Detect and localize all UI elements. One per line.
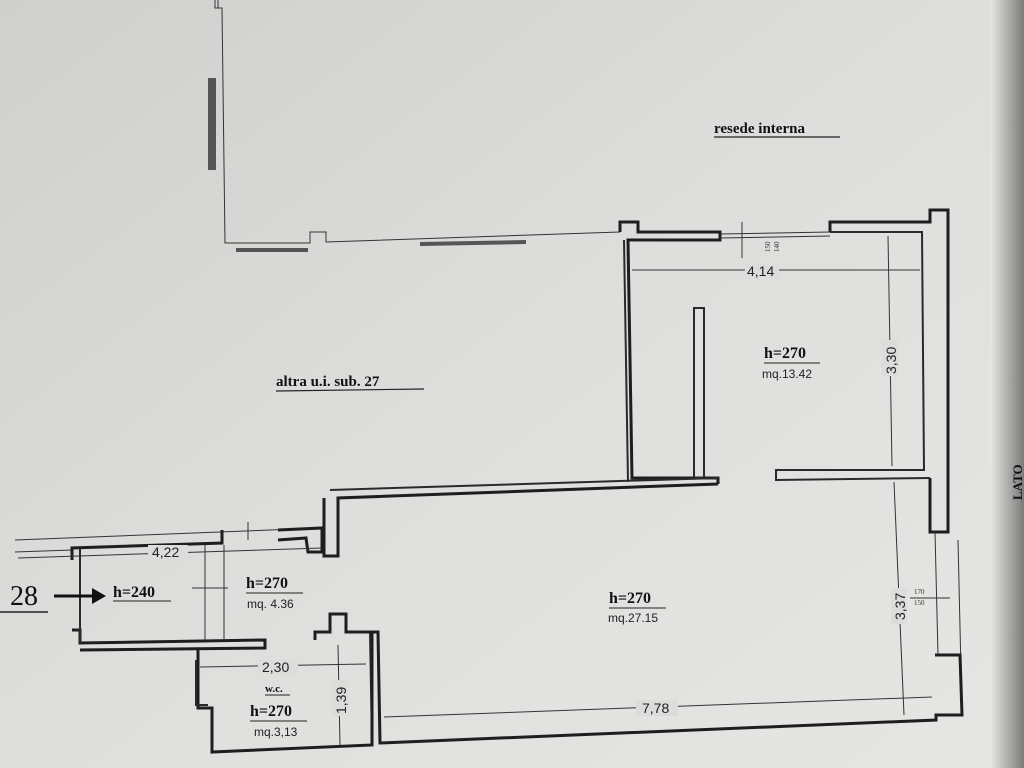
- room-name: w.c.: [265, 683, 283, 695]
- wc-walls: [195, 612, 374, 754]
- dim-wc-depth: 1,39: [333, 687, 349, 714]
- side-window-note-1: 170: [914, 588, 925, 596]
- arrow-icon: [54, 588, 106, 604]
- room-area: mq.13.42: [762, 367, 812, 381]
- room-bedroom: h=270 mq.13.42: [762, 345, 820, 381]
- room-wc: w.c. h=270 mq.3,13: [250, 683, 307, 739]
- room-height: h=240: [113, 584, 155, 601]
- room-height: h=270: [250, 703, 292, 720]
- top-window-note-1: 150: [764, 241, 772, 252]
- resede-label: resede interna: [714, 121, 805, 137]
- bedroom-walls: [618, 208, 950, 534]
- dim-main-depth: 3,37: [892, 593, 908, 620]
- top-window-note-2: 140: [773, 241, 781, 252]
- room-main: h=270 mq.27.15: [608, 590, 666, 625]
- dim-main-width: 7,78: [642, 700, 669, 716]
- room-hall: h=240: [113, 584, 171, 602]
- neighbour-outline: [208, 0, 621, 252]
- room-entry: h=270 mq. 4.36: [246, 575, 303, 611]
- dim-entry-width: 4,22: [152, 544, 179, 560]
- dim-bedroom-width: 4,14: [747, 263, 774, 279]
- dim-wc-width: 2,30: [262, 659, 289, 675]
- dim-bedroom-depth: 3,30: [883, 347, 899, 374]
- unit-number: 28: [10, 581, 38, 612]
- room-area: mq.27.15: [608, 611, 658, 625]
- side-window-note-2: 150: [914, 599, 925, 607]
- room-height: h=270: [764, 345, 806, 362]
- altra-label: altra u.i. sub. 27: [276, 374, 380, 390]
- room-height: h=270: [609, 590, 651, 607]
- room-height: h=270: [246, 575, 288, 592]
- room-area: mq.3,13: [254, 725, 298, 739]
- paper-edge: [990, 0, 1024, 768]
- lato-label: LATO: [1010, 464, 1024, 500]
- room-area: mq. 4.36: [247, 597, 294, 611]
